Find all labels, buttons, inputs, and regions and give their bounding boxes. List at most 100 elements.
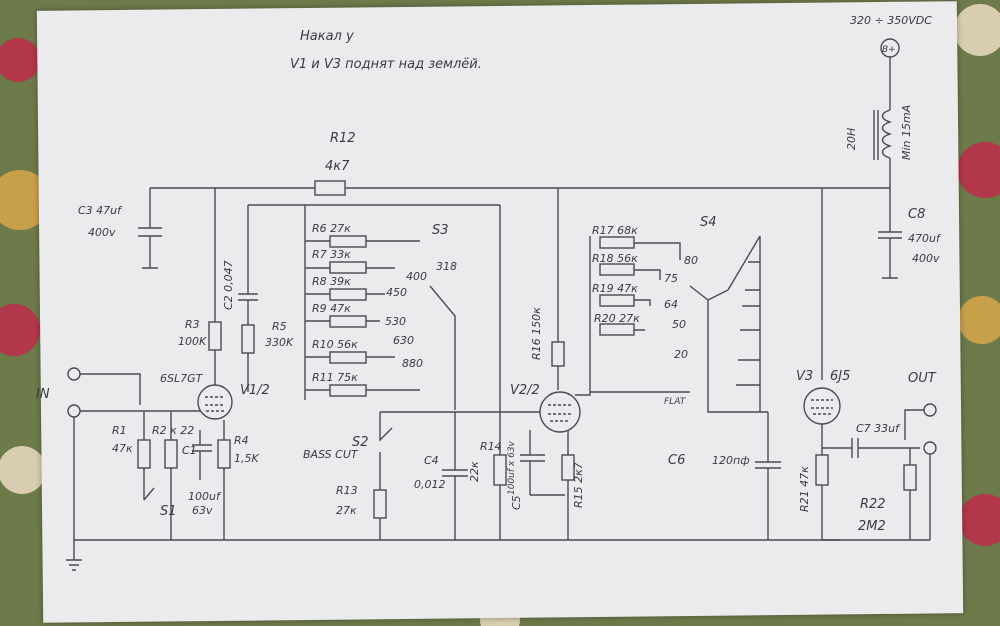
- choke-coil: [881, 109, 893, 159]
- r21-label: R21 47к: [798, 466, 811, 512]
- cathode-network: [192, 420, 225, 540]
- resistor-r4: [217, 439, 231, 469]
- s4-right-side: [727, 235, 761, 412]
- resistor-r20: [599, 323, 635, 336]
- resistor-r22: [903, 464, 917, 491]
- resistor-r19: [599, 294, 635, 307]
- resistor-r18: [599, 263, 635, 276]
- v3-electrodes: [811, 399, 833, 415]
- resistor-r7: [329, 261, 367, 274]
- choke-value: 20H: [845, 128, 858, 150]
- c5-value: 100uf x 63v: [507, 440, 517, 495]
- v2-label: V2/2: [510, 383, 540, 398]
- switch-s1: [143, 487, 155, 501]
- r19-label: R19 47к: [592, 282, 638, 295]
- c4-label: C4: [424, 454, 439, 467]
- r9-label: R9 47к: [312, 302, 351, 315]
- in-label: IN: [36, 387, 50, 402]
- r15-label: R15 2к7: [572, 462, 585, 508]
- c4-value: 0,012: [414, 478, 446, 491]
- capacitor-c7: [822, 438, 920, 458]
- r7-label: R7 33к: [312, 248, 351, 261]
- capacitor-c4: [442, 412, 468, 540]
- bass-cut-label: BASS CUT: [303, 448, 359, 461]
- s4-pos-64: 64: [664, 298, 678, 311]
- resistor-r15: [561, 454, 575, 481]
- floral-pattern: [0, 4, 1000, 626]
- ground-symbol: [66, 540, 82, 571]
- resistor-r1: [137, 439, 151, 469]
- c8-value: 470uf: [908, 232, 942, 245]
- r3-label: R3: [185, 318, 200, 331]
- flower: [958, 296, 1000, 344]
- r1-value: 47к: [112, 442, 133, 455]
- tube-v1: [197, 384, 233, 420]
- wire: [575, 392, 591, 396]
- resistor-r17: [599, 236, 635, 249]
- wire: [143, 411, 172, 540]
- resistor-r9: [329, 315, 367, 328]
- r17-label: R17 68к: [592, 224, 638, 237]
- tube-v2: [539, 391, 581, 433]
- resistor-r2: [164, 439, 178, 469]
- resistor-r14: [493, 454, 507, 486]
- s4-label: S4: [700, 215, 717, 230]
- bass-cut-branch: [379, 411, 540, 540]
- choke-current: Min 15mA: [900, 105, 913, 160]
- r6-label: R6 27к: [312, 222, 351, 235]
- capacitor-c6: [755, 412, 781, 540]
- resistor-r21: [815, 454, 829, 486]
- c1-label: C1: [182, 444, 197, 457]
- r12-value: 4к7: [325, 159, 350, 174]
- flower: [959, 494, 1000, 546]
- r3-value: 100K: [178, 335, 207, 348]
- v1-label: V1/2: [240, 383, 270, 398]
- c1-volt: 63v: [192, 504, 213, 517]
- flower: [957, 142, 1000, 198]
- r18-label: R18 56к: [592, 252, 638, 265]
- output-wiring: [904, 409, 931, 540]
- input-jack-signal: [67, 367, 81, 381]
- note-line-1: Накал у: [300, 29, 354, 44]
- c3-label: C3 47uf: [78, 204, 123, 217]
- out-label: OUT: [908, 371, 937, 386]
- choke-core: [873, 110, 879, 160]
- resistor-r6: [329, 235, 367, 248]
- flower: [0, 304, 40, 356]
- r16-label: R16 150к: [530, 307, 543, 360]
- s3-label: S3: [432, 223, 449, 238]
- r14-value: 22к: [468, 461, 481, 482]
- c7-label: C7 33uf: [856, 422, 901, 435]
- s1-label: S1: [160, 504, 177, 519]
- resistor-r13: [373, 489, 387, 519]
- s3-pos-400: 400: [406, 270, 427, 283]
- wire: [822, 448, 930, 541]
- c5-r15-network: [520, 430, 569, 540]
- resistor-r16: [551, 341, 565, 367]
- c1-value: 100uf: [188, 490, 222, 503]
- s4-taps: [634, 242, 681, 331]
- resistor-r11: [329, 384, 367, 397]
- r4-value: 1,5K: [234, 452, 259, 465]
- input-jack-ground: [67, 404, 81, 418]
- capacitor-c8: [878, 192, 902, 279]
- c8-label: C8: [908, 207, 925, 222]
- capacitor-c3: [138, 188, 162, 269]
- s4-pos-flat: FLAT: [664, 397, 687, 407]
- resistor-r8: [329, 288, 367, 301]
- r11-label: R11 75к: [312, 371, 358, 384]
- ladder-taps: [305, 240, 420, 391]
- r1-label: R1: [112, 424, 127, 437]
- v1-electrodes: [205, 396, 225, 412]
- resistor-r3: [208, 321, 222, 351]
- r2-label: R2 к 22: [152, 424, 194, 437]
- output-jack-signal: [923, 403, 937, 417]
- s3-pos-450: 450: [386, 286, 407, 299]
- v3-type: 6J5: [830, 369, 850, 384]
- r12-label: R12: [330, 131, 356, 146]
- c6-label: C6: [668, 453, 685, 468]
- resistor-r12: [314, 180, 346, 196]
- c2-r5-branch: [238, 204, 500, 392]
- note-line-2: V1 и V3 поднят над землёй.: [290, 57, 482, 72]
